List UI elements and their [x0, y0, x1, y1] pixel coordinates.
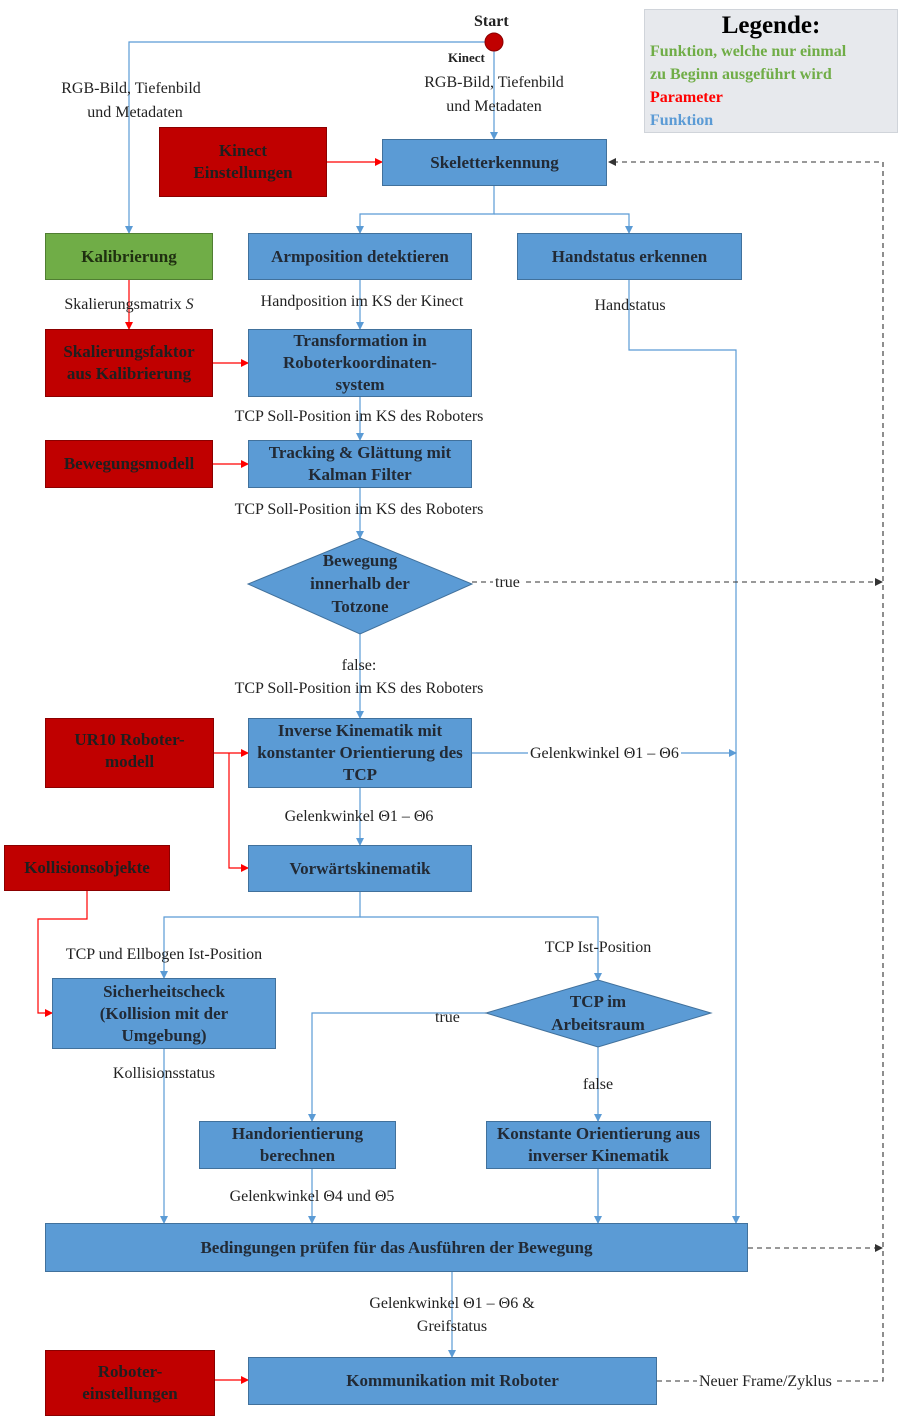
- handorientierung-box: Handorientierung berechnen: [199, 1121, 396, 1169]
- label-gelenkwinkel-greif-2: Greifstatus: [416, 1318, 488, 1335]
- skeletterkennung-box: Skeletterkennung: [382, 139, 607, 186]
- label-neuer-frame: Neuer Frame/Zyklus: [697, 1370, 834, 1393]
- legend-box: Legende: Funktion, welche nur einmal zu …: [644, 9, 898, 133]
- label-false-totzone: false:: [341, 657, 377, 674]
- label-true-arbeitsraum: true: [435, 1009, 460, 1026]
- decision-totzone-text: Bewegung innerhalb der Totzone: [310, 551, 410, 616]
- label-true-totzone: true: [493, 571, 522, 594]
- param-bewegungsmodell: Bewegungsmodell: [45, 440, 213, 488]
- sicherheitscheck-box: Sicherheitscheck (Kollision mit der Umge…: [52, 978, 276, 1049]
- label-tcp-soll-2: TCP Soll-Position im KS des Roboters: [234, 501, 484, 518]
- param-kinect-einstellungen: Kinect Einstellungen: [159, 127, 327, 197]
- label-tcp-soll-3: TCP Soll-Position im KS des Roboters: [234, 680, 484, 697]
- label-skalierungsmatrix-symbol: S: [185, 296, 194, 313]
- label-kollisionsstatus: Kollisionsstatus: [112, 1065, 216, 1082]
- transformation-box: Transformation in Roboterkoordinaten-sys…: [248, 329, 472, 397]
- label-gelenkwinkel-mid: Gelenkwinkel Θ1 – Θ6: [284, 808, 434, 825]
- label-gelenkwinkel-45: Gelenkwinkel Θ4 und Θ5: [229, 1188, 395, 1205]
- label-tcp-soll-1: TCP Soll-Position im KS des Roboters: [234, 408, 484, 425]
- label-rgb-right-1: RGB-Bild, Tiefenbild: [424, 74, 564, 91]
- bedingungen-box: Bedingungen prüfen für das Ausführen der…: [45, 1223, 748, 1272]
- kalibrierung-box: Kalibrierung: [45, 233, 213, 280]
- start-node: [484, 32, 504, 52]
- legend-green-line2: zu Beginn ausgeführt wird: [650, 66, 832, 83]
- label-tcp-ist: TCP Ist-Position: [544, 939, 652, 956]
- vorwaertskinematik-box: Vorwärtskinematik: [248, 845, 472, 892]
- legend-green-line1: Funktion, welche nur einmal: [650, 43, 847, 60]
- handstatus-erkennen-box: Handstatus erkennen: [517, 233, 742, 280]
- legend-red: Parameter: [650, 89, 723, 106]
- param-skalierungsfaktor: Skalierungsfaktor aus Kalibrierung: [45, 329, 213, 397]
- legend-title: Legende:: [721, 12, 821, 39]
- konstante-orientierung-box: Konstante Orientierung aus inverser Kine…: [486, 1121, 711, 1169]
- param-roboter-einstellungen: Roboter-einstellungen: [45, 1350, 215, 1416]
- start-label: Start: [474, 13, 509, 30]
- label-gelenkwinkel-right: Gelenkwinkel Θ1 – Θ6: [528, 742, 681, 765]
- label-gelenkwinkel-greif-1: Gelenkwinkel Θ1 – Θ6 &: [369, 1295, 535, 1312]
- decision-totzone-shape: [246, 537, 474, 635]
- start-source-label: Kinect: [448, 50, 485, 65]
- decision-arbeitsraum-text: TCP im Arbeitsraum: [551, 992, 645, 1034]
- armposition-box: Armposition detektieren: [248, 233, 472, 280]
- decision-arbeitsraum-shape: [484, 979, 713, 1048]
- label-false-arbeitsraum: false: [582, 1076, 614, 1093]
- label-rgb-right-2: und Metadaten: [446, 98, 542, 115]
- label-handstatus: Handstatus: [594, 297, 666, 314]
- label-skalierungsmatrix-text: Skalierungsmatrix: [64, 296, 182, 313]
- kommunikation-box: Kommunikation mit Roboter: [248, 1357, 657, 1405]
- legend-blue: Funktion: [650, 112, 714, 129]
- inverse-kinematik-box: Inverse Kinematik mit konstanter Orienti…: [248, 718, 472, 788]
- label-tcp-ellbogen: TCP und Ellbogen Ist-Position: [65, 946, 263, 963]
- label-handposition: Handposition im KS der Kinect: [260, 293, 464, 310]
- param-ur10-modell: UR10 Roboter-modell: [45, 718, 214, 788]
- label-rgb-left-1: RGB-Bild, Tiefenbild: [61, 80, 201, 97]
- label-rgb-left-2: und Metadaten: [87, 104, 183, 121]
- label-skalierungsmatrix: Skalierungsmatrix S: [64, 293, 193, 316]
- tracking-box: Tracking & Glättung mit Kalman Filter: [248, 440, 472, 488]
- param-kollisionsobjekte: Kollisionsobjekte: [4, 845, 170, 891]
